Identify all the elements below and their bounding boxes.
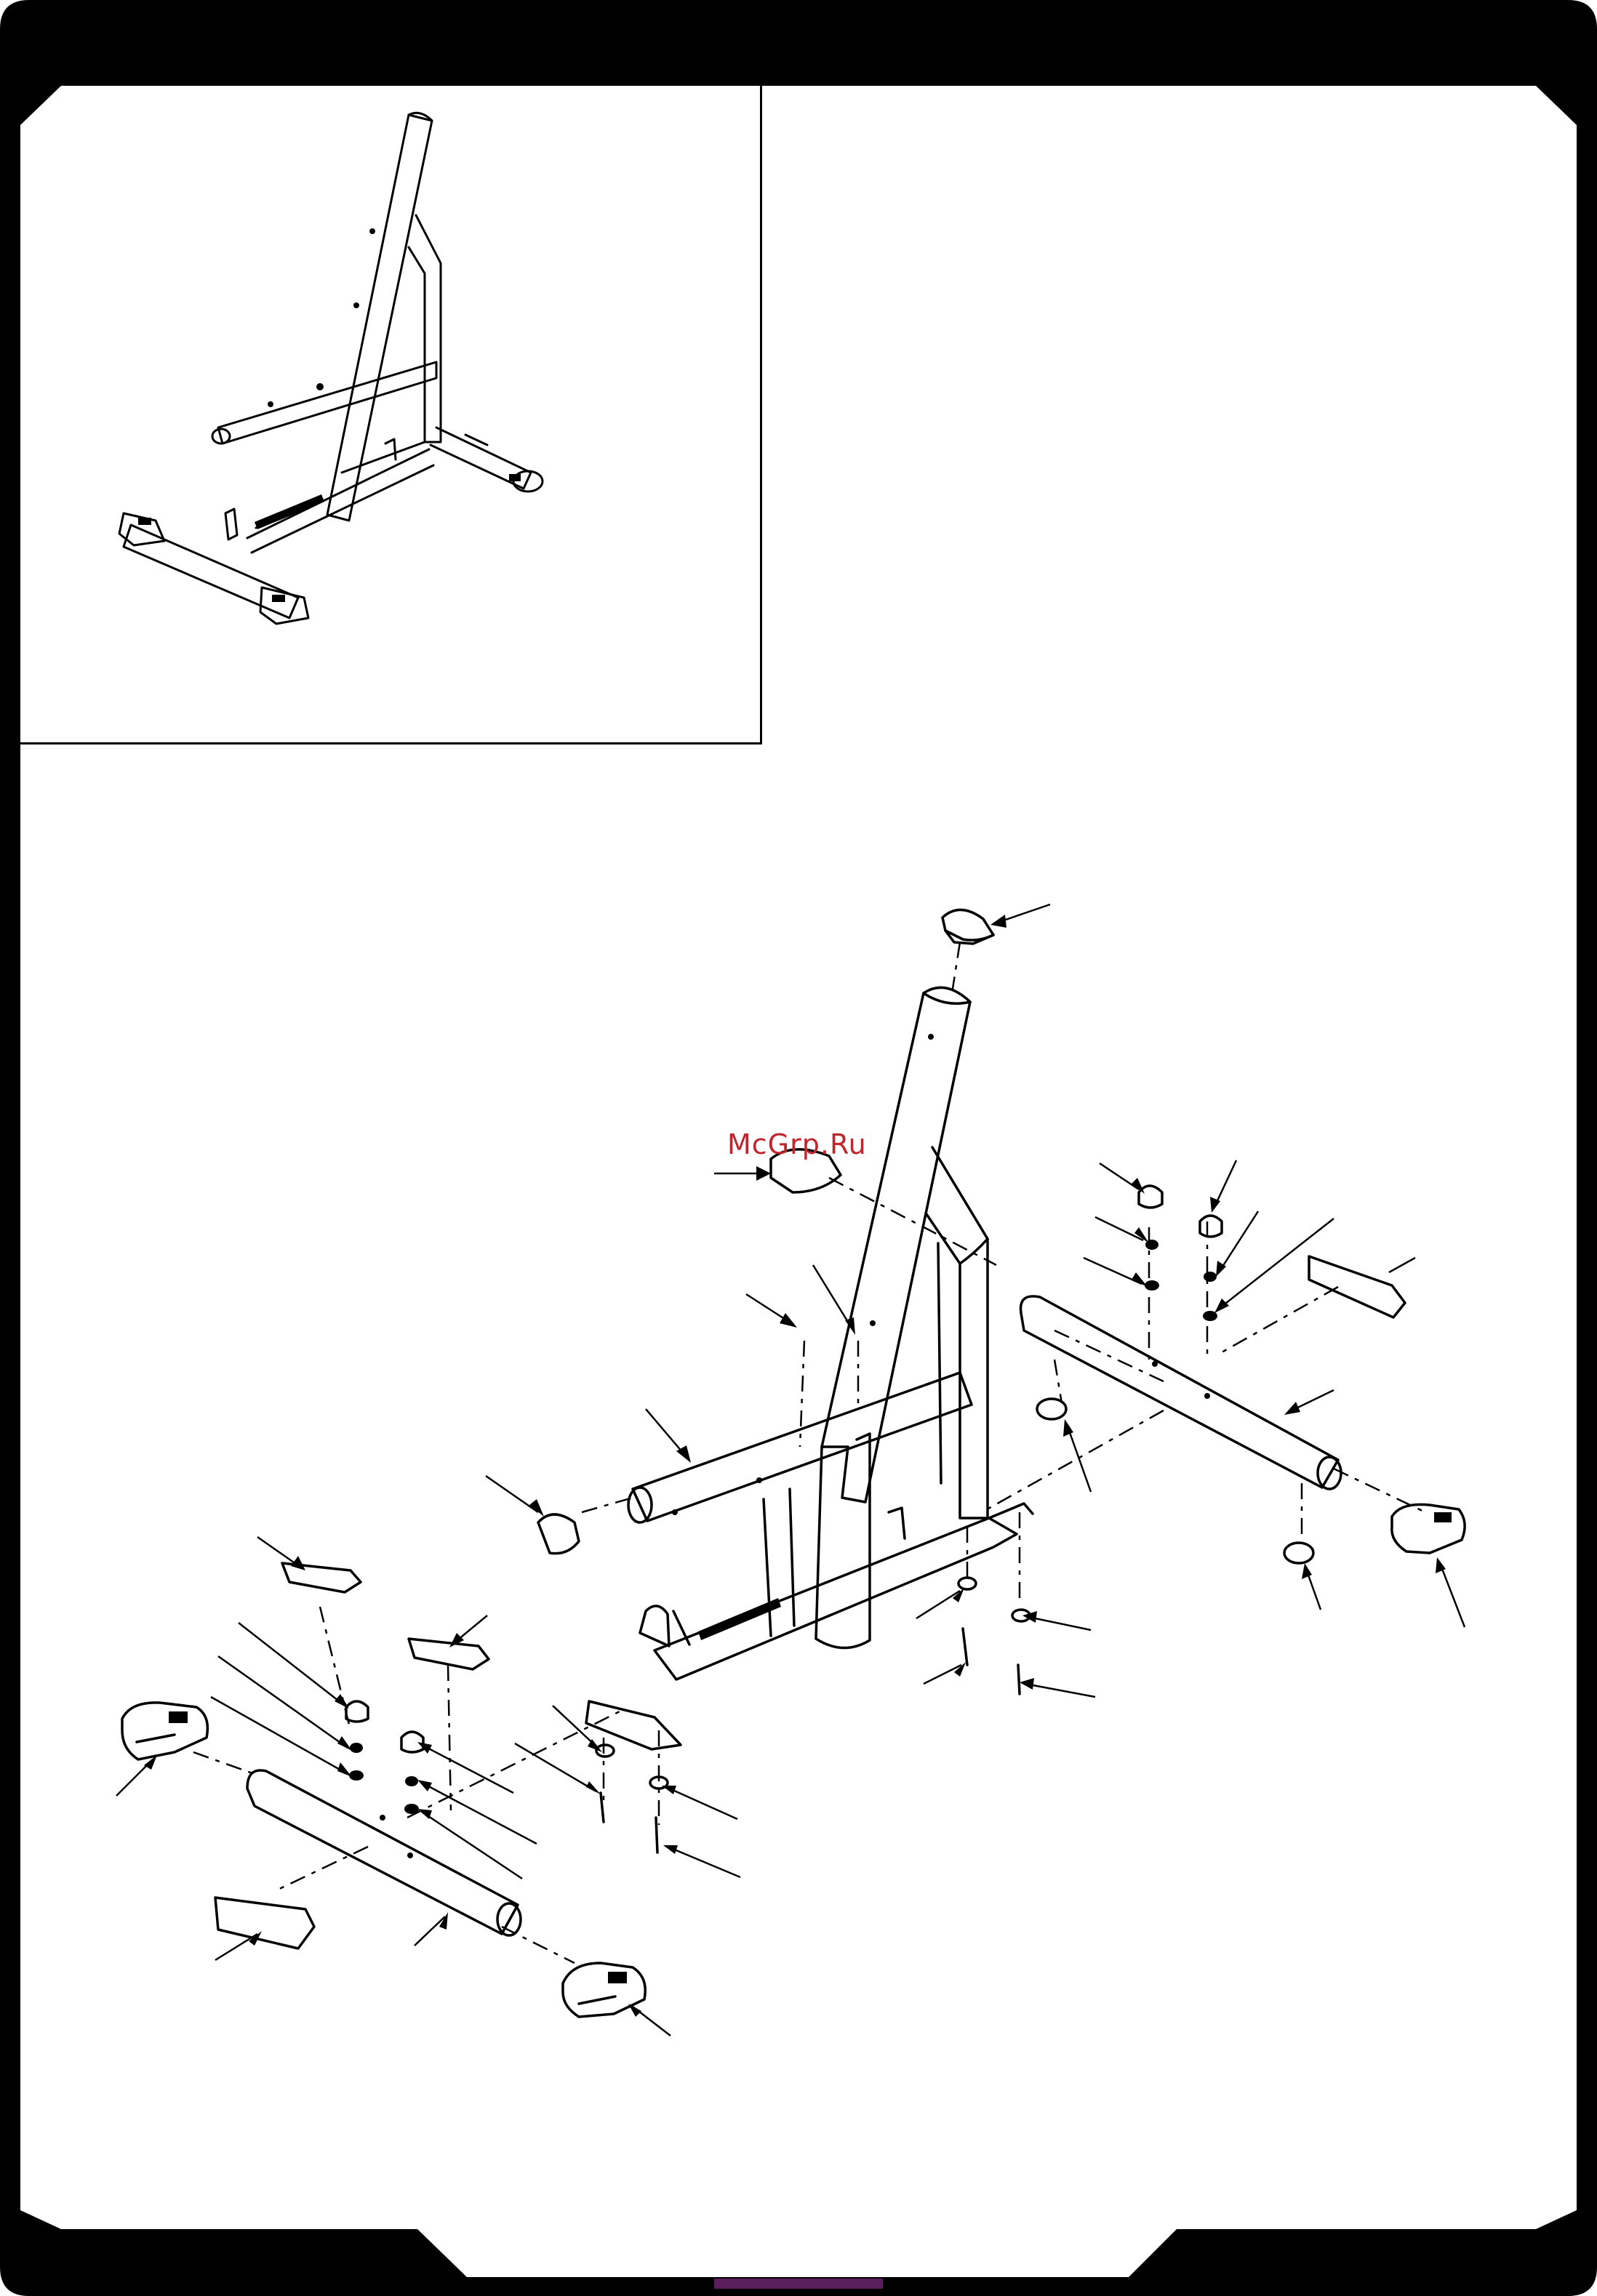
upright-tube <box>816 987 970 1647</box>
alignment-line <box>276 1847 368 1890</box>
crossbar <box>628 1373 972 1522</box>
crossbar-end-cap <box>538 1514 579 1554</box>
rear-foot-tube <box>1021 1296 1341 1489</box>
upright-end-cap <box>942 910 993 944</box>
sleeve-bottom <box>215 1898 314 1948</box>
alignment-line <box>953 942 960 989</box>
foot-pad-front-left <box>122 1703 207 1759</box>
alignment-line <box>502 1927 575 1963</box>
alignment-line <box>982 1410 1164 1512</box>
sleeve-top-left <box>282 1563 361 1592</box>
watermark-text: McGrp.Ru <box>727 1128 867 1160</box>
sleeve-rear <box>1309 1256 1405 1317</box>
alignment-line <box>193 1752 255 1774</box>
alignment-line <box>800 1341 804 1447</box>
bracket-plate <box>586 1701 681 1749</box>
alignment-line <box>1054 1360 1062 1403</box>
callout-arrowheads <box>144 915 1446 2017</box>
alignment-line <box>582 1498 633 1512</box>
rear-support-tube <box>926 1147 988 1518</box>
hardware-nuts <box>169 1034 1452 1983</box>
foot-pad-rear <box>1392 1504 1465 1553</box>
alignment-line <box>829 1178 996 1265</box>
alignment-line <box>1222 1287 1338 1352</box>
alignment-line <box>448 1665 451 1810</box>
footer-accent-bar <box>714 2279 883 2289</box>
sleeve-top-mid <box>409 1639 489 1669</box>
front-foot-tube <box>247 1770 521 1935</box>
